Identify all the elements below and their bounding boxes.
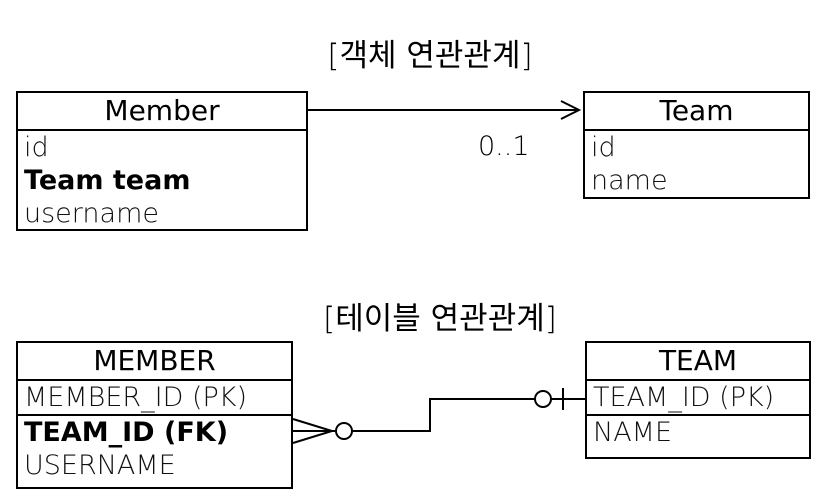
member-table-pk: MEMBER_ID (PK) (24, 382, 248, 413)
member-field-username: username (24, 198, 159, 229)
member-class-box: Member id Team team username (16, 91, 308, 231)
member-class-name: Member (18, 93, 306, 131)
table-diagram-title: [테이블 연관관계] (323, 301, 557, 337)
member-table-box: MEMBER MEMBER_ID (PK) TEAM_ID (FK) USERN… (16, 341, 293, 489)
object-diagram-title: [객체 연관관계] (327, 38, 533, 74)
team-table-name-column: NAME (587, 414, 809, 449)
member-field-id: id (24, 132, 49, 163)
association-arrowhead (560, 100, 582, 120)
member-table-fk: TEAM_ID (FK) (18, 414, 291, 449)
team-class-box: Team id name (583, 91, 810, 199)
optional-circle-many (335, 422, 353, 440)
member-table-username: USERNAME (24, 450, 176, 481)
team-field-id: id (591, 132, 616, 163)
multiplicity-label: 0..1 (478, 131, 530, 162)
team-class-name: Team (585, 93, 808, 131)
optional-circle-one (534, 390, 552, 408)
team-table-name: TEAM (587, 343, 809, 381)
team-field-name: name (591, 165, 668, 196)
member-field-team: Team team (24, 165, 191, 196)
relationship-line (352, 398, 535, 432)
team-table-pk: TEAM_ID (PK) (593, 382, 775, 413)
member-table-name: MEMBER (18, 343, 291, 381)
team-table-box: TEAM TEAM_ID (PK) NAME (585, 341, 811, 459)
